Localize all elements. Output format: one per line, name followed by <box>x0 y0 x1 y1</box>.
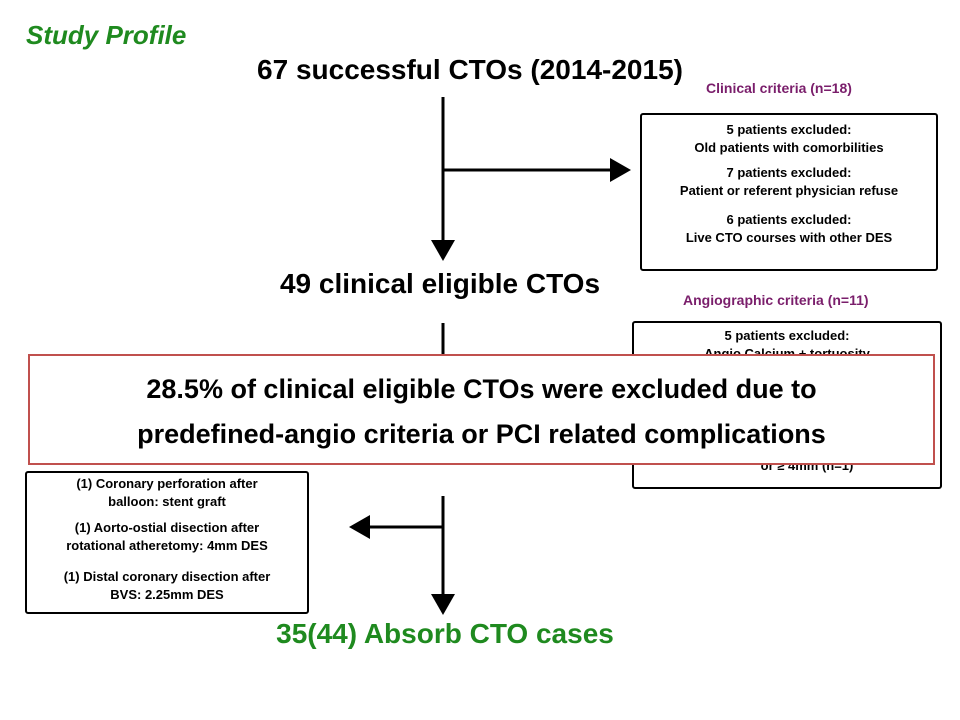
entry-reason: Old patients with comorbilities <box>694 140 884 155</box>
clinical-entry: 6 patients excluded: Live CTO courses wi… <box>642 211 936 247</box>
entry-event: (1) Coronary perforation after <box>76 476 258 491</box>
entry-event: (1) Distal coronary disection after <box>63 569 271 584</box>
banner-line-1: 28.5% of clinical eligible CTOs were exc… <box>146 374 817 404</box>
entry-treatment: balloon: stent graft <box>108 494 226 509</box>
stage-total-ctos: 67 successful CTOs (2014-2015) <box>257 54 683 85</box>
complication-entry: (1) Distal coronary disection after BVS:… <box>27 568 307 604</box>
clinical-exclusion-box: 5 patients excluded: Old patients with c… <box>640 113 938 271</box>
complications-box: (1) Coronary perforation after balloon: … <box>25 471 309 614</box>
entry-event: (1) Aorto-ostial disection after <box>74 520 260 535</box>
entry-treatment: rotational atheretomy: 4mm DES <box>66 538 268 553</box>
entry-count: 7 patients excluded: <box>726 165 852 180</box>
clinical-entry: 7 patients excluded: Patient or referent… <box>642 164 936 200</box>
banner-line-2: predefined-angio criteria or PCI related… <box>137 419 826 449</box>
complication-entry: (1) Coronary perforation after balloon: … <box>27 475 307 511</box>
entry-count: 5 patients excluded: <box>726 122 852 137</box>
page-title: Study Profile <box>26 20 187 50</box>
stage-absorb-cases: 35(44) Absorb CTO cases <box>276 618 614 649</box>
angiographic-criteria-label: Angiographic criteria (n=11) <box>683 292 869 308</box>
entry-count: 6 patients excluded: <box>726 212 852 227</box>
entry-treatment: BVS: 2.25mm DES <box>110 587 224 602</box>
entry-count: 5 patients excluded: <box>724 328 850 343</box>
complication-entry: (1) Aorto-ostial disection after rotatio… <box>27 519 307 555</box>
stage-eligible-ctos: 49 clinical eligible CTOs <box>279 268 601 299</box>
clinical-criteria-label: Clinical criteria (n=18) <box>706 80 852 96</box>
entry-reason: Live CTO courses with other DES <box>685 230 893 245</box>
summary-banner: 28.5% of clinical eligible CTOs were exc… <box>28 354 935 465</box>
clinical-entry: 5 patients excluded: Old patients with c… <box>642 121 936 157</box>
entry-reason: Patient or referent physician refuse <box>679 183 899 198</box>
